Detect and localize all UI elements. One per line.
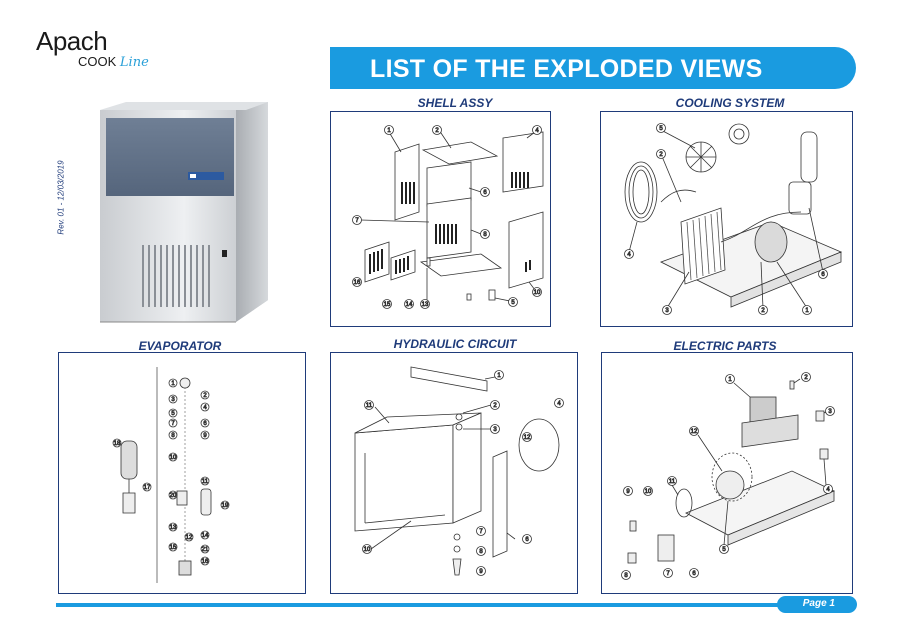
svg-text:6: 6 xyxy=(821,272,825,278)
svg-text:1: 1 xyxy=(728,377,732,383)
svg-text:1: 1 xyxy=(171,381,175,387)
svg-text:5: 5 xyxy=(511,300,515,306)
svg-text:12: 12 xyxy=(524,435,531,441)
svg-text:11: 11 xyxy=(202,479,209,485)
svg-text:10: 10 xyxy=(534,290,541,296)
cooling-system-title: COOLING SYSTEM xyxy=(675,96,785,110)
svg-text:5: 5 xyxy=(171,411,175,417)
svg-text:2: 2 xyxy=(804,375,808,381)
footer-rule xyxy=(56,603,846,607)
svg-text:17: 17 xyxy=(144,485,151,491)
svg-text:18: 18 xyxy=(114,441,121,447)
svg-text:3: 3 xyxy=(665,308,669,314)
svg-text:9: 9 xyxy=(479,569,483,575)
svg-text:15: 15 xyxy=(170,545,177,551)
svg-text:10: 10 xyxy=(170,455,177,461)
svg-text:16: 16 xyxy=(202,559,209,565)
svg-text:6: 6 xyxy=(203,421,207,427)
electric-parts-title: ELECTRIC PARTS xyxy=(673,339,777,353)
svg-text:11: 11 xyxy=(669,479,676,485)
hydraulic-circuit-diagram: 1 2 3 4 12 11 6 7 8 9 10 xyxy=(330,352,578,594)
shell-assy-diagram: 1 2 4 6 7 8 10 5 13 14 15 16 xyxy=(330,111,551,327)
svg-text:6: 6 xyxy=(692,571,696,577)
svg-text:9: 9 xyxy=(626,489,630,495)
svg-text:2: 2 xyxy=(203,393,207,399)
svg-text:5: 5 xyxy=(722,547,726,553)
evaporator-title: EVAPORATOR xyxy=(138,339,222,353)
svg-text:1: 1 xyxy=(497,373,501,379)
revision-note: Rev. 01 - 12/03/2019 xyxy=(48,145,66,255)
svg-text:11: 11 xyxy=(366,403,373,409)
svg-text:19: 19 xyxy=(222,503,229,509)
svg-text:7: 7 xyxy=(171,421,175,427)
page-number-badge: Page 1 xyxy=(777,596,857,613)
svg-text:2: 2 xyxy=(493,403,497,409)
brand-name: Apach xyxy=(36,26,108,56)
svg-text:3: 3 xyxy=(828,409,832,415)
hydraulic-circuit-title: HYDRAULIC CIRCUIT xyxy=(393,337,517,351)
svg-text:2: 2 xyxy=(659,152,663,158)
brand-sub-line: Line xyxy=(119,55,149,70)
svg-text:8: 8 xyxy=(171,433,175,439)
svg-text:7: 7 xyxy=(666,571,670,577)
svg-text:8: 8 xyxy=(479,549,483,555)
svg-text:4: 4 xyxy=(203,405,207,411)
svg-text:8: 8 xyxy=(624,573,628,579)
svg-text:10: 10 xyxy=(645,489,652,495)
svg-text:15: 15 xyxy=(384,302,391,308)
shell-assy-title: SHELL ASSY xyxy=(417,96,493,110)
svg-text:3: 3 xyxy=(493,427,497,433)
svg-text:3: 3 xyxy=(171,397,175,403)
svg-text:4: 4 xyxy=(557,401,561,407)
title-banner: LIST OF THE EXPLODED VIEWS xyxy=(330,47,856,89)
svg-text:12: 12 xyxy=(186,535,193,541)
evaporator-diagram: 1 2 3 4 5 6 7 8 9 10 11 12 13 14 15 16 1… xyxy=(58,352,306,594)
electric-parts-diagram: 1 2 3 4 12 11 10 9 5 6 7 8 xyxy=(601,352,853,594)
svg-text:6: 6 xyxy=(483,190,487,196)
ice-machine-image xyxy=(96,100,271,325)
svg-text:2: 2 xyxy=(435,128,439,134)
brand-subline: COOK Line xyxy=(78,54,149,70)
svg-text:2: 2 xyxy=(761,308,765,314)
svg-text:5: 5 xyxy=(659,126,663,132)
svg-text:14: 14 xyxy=(406,302,413,308)
svg-text:7: 7 xyxy=(479,529,483,535)
page-number: Page 1 xyxy=(802,598,835,609)
svg-text:21: 21 xyxy=(202,547,209,553)
svg-text:13: 13 xyxy=(170,525,177,531)
brand-logo: Apach COOK Line xyxy=(36,26,149,70)
brand-sub-cook: COOK xyxy=(78,54,117,69)
revision-text: Rev. 01 - 12/03/2019 xyxy=(56,160,66,235)
svg-text:4: 4 xyxy=(826,487,830,493)
svg-text:20: 20 xyxy=(170,493,177,499)
svg-text:1: 1 xyxy=(387,128,391,134)
svg-text:14: 14 xyxy=(202,533,209,539)
page-title: LIST OF THE EXPLODED VIEWS xyxy=(370,55,763,83)
svg-text:4: 4 xyxy=(627,252,631,258)
svg-text:4: 4 xyxy=(535,128,539,134)
svg-text:8: 8 xyxy=(483,232,487,238)
svg-text:12: 12 xyxy=(691,429,698,435)
svg-text:13: 13 xyxy=(422,302,429,308)
svg-text:9: 9 xyxy=(203,433,207,439)
svg-text:16: 16 xyxy=(354,280,361,286)
svg-text:7: 7 xyxy=(355,218,359,224)
cooling-system-diagram: 5 2 4 3 2 1 6 xyxy=(600,111,853,327)
svg-text:1: 1 xyxy=(805,308,809,314)
svg-text:10: 10 xyxy=(364,547,371,553)
svg-text:6: 6 xyxy=(525,537,529,543)
